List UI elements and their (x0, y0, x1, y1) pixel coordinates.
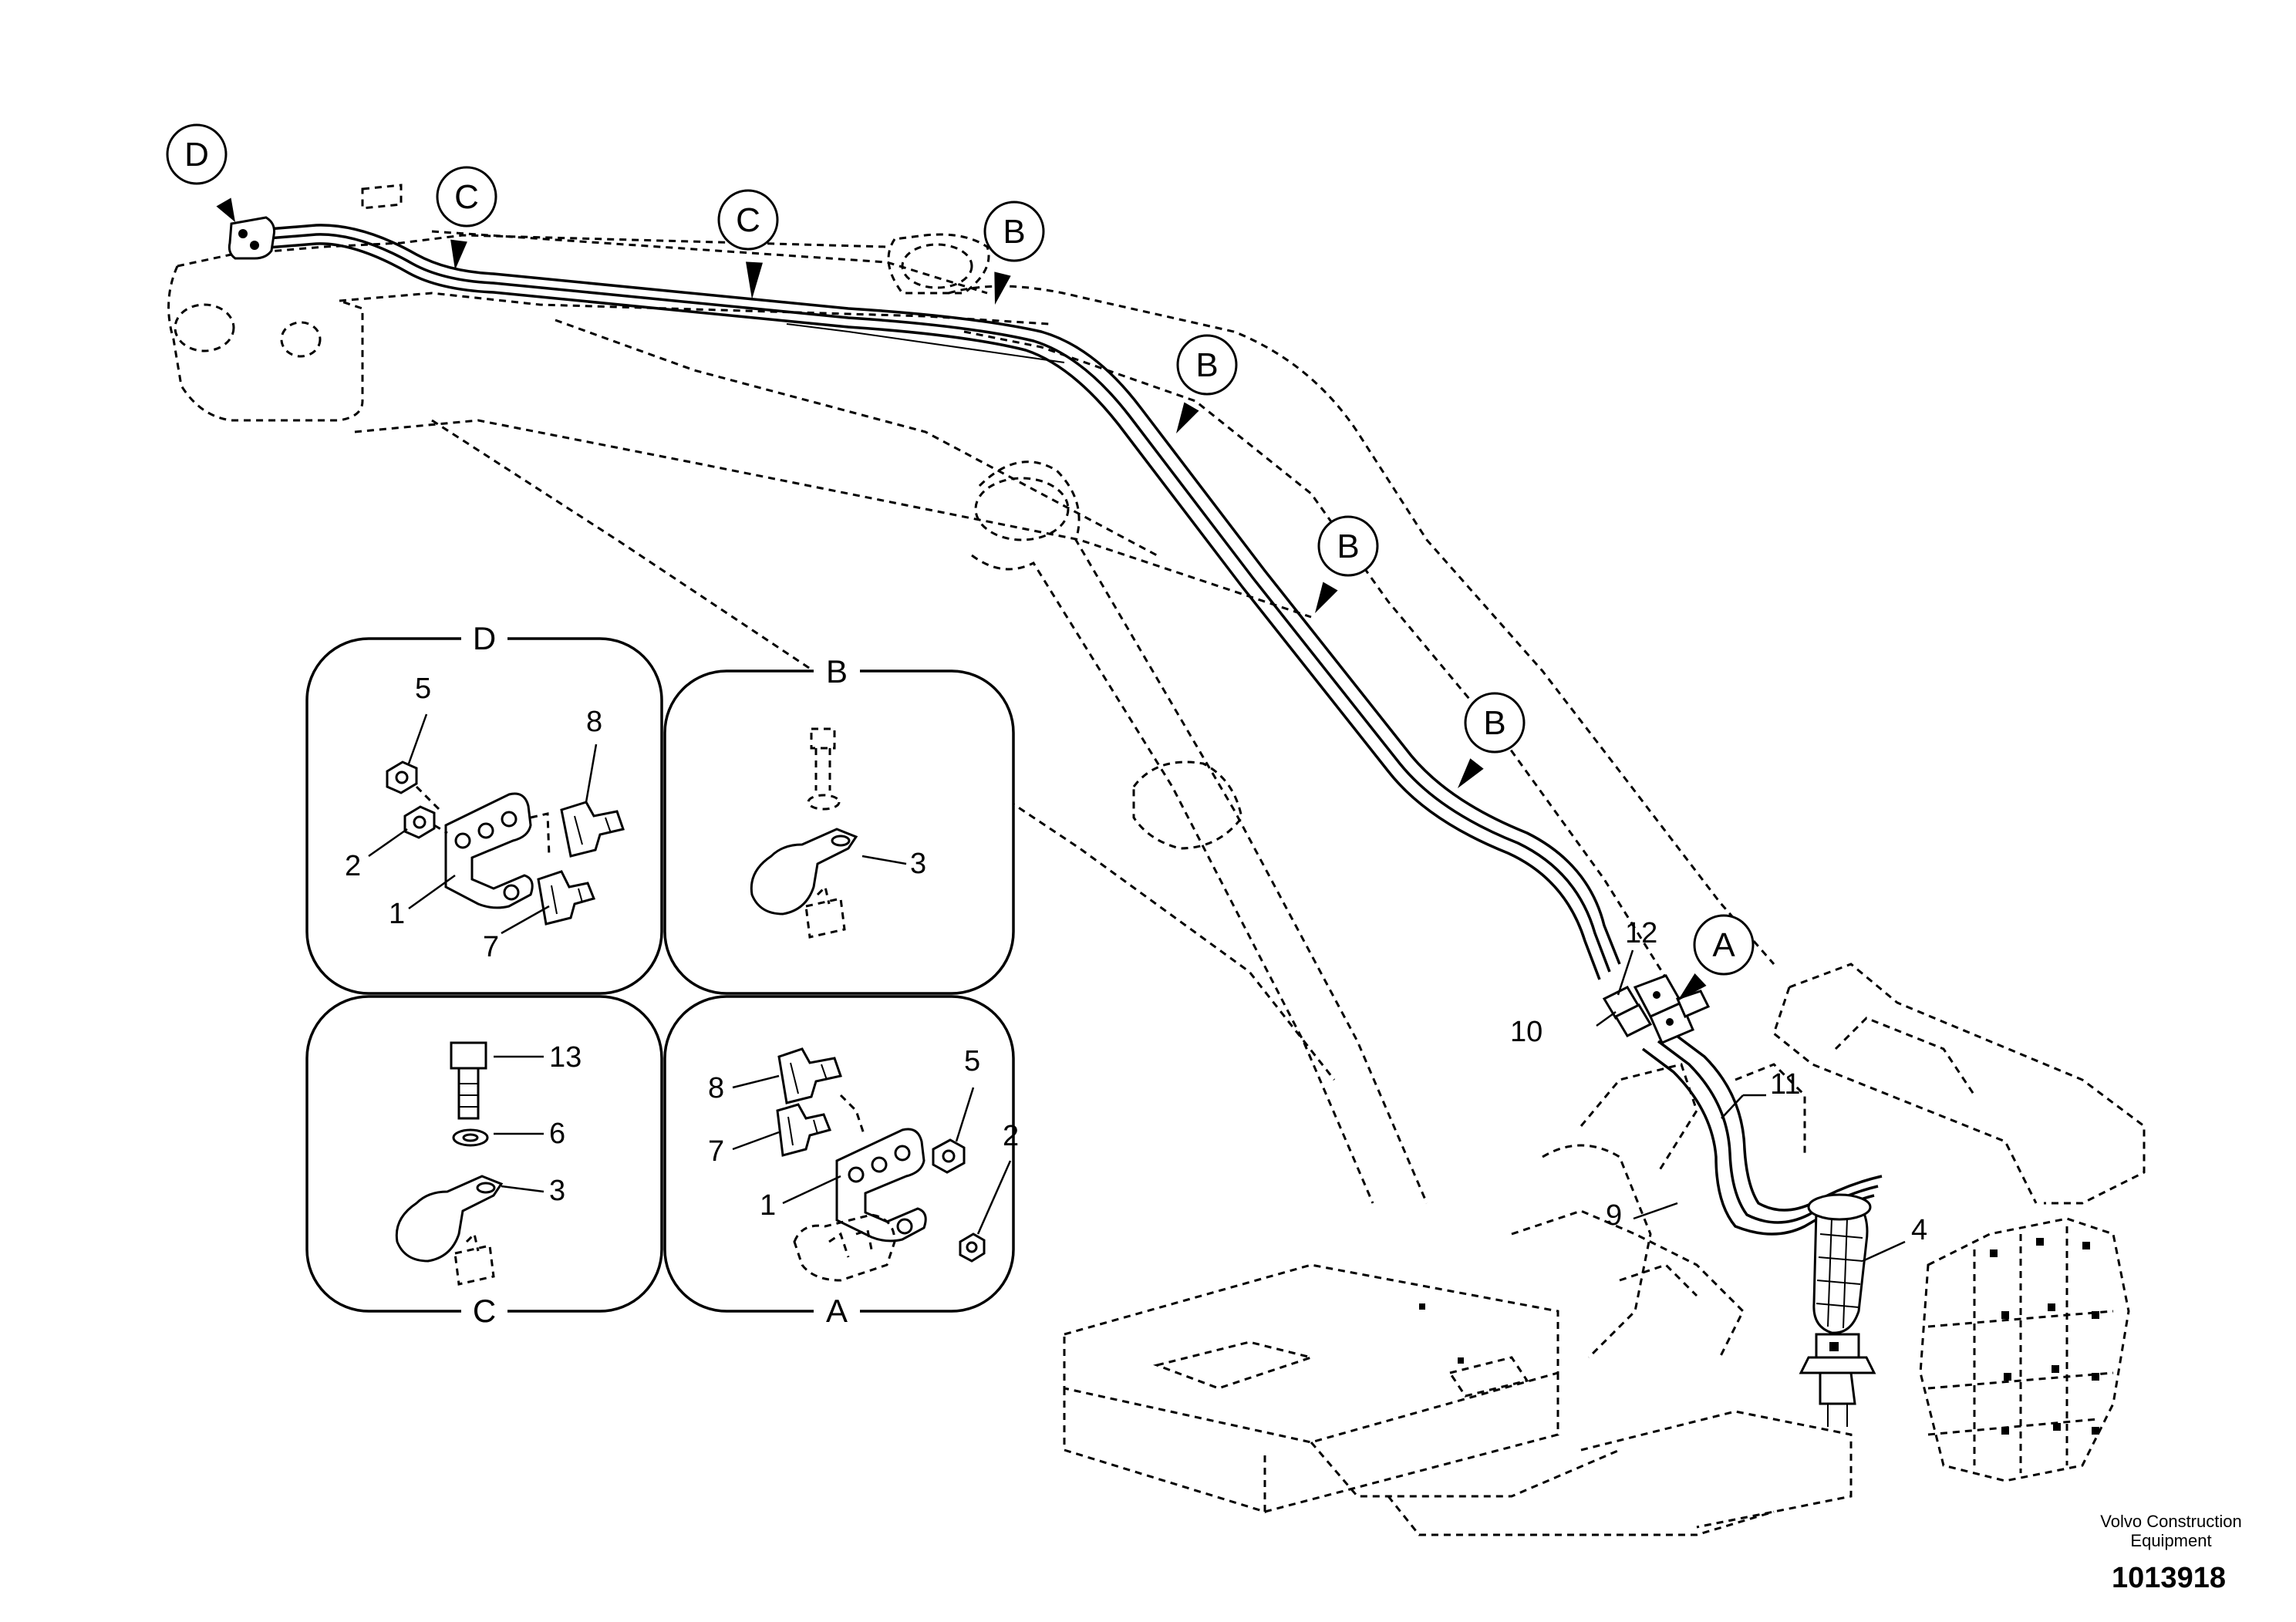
main-part-numbers: 12 10 11 9 4 (1510, 917, 1927, 1246)
detail-c-part-6: 6 (549, 1118, 565, 1150)
callout-b2: B (1176, 334, 1238, 433)
callout-label: B (1195, 346, 1218, 384)
detail-panel-a-title: A (826, 1293, 848, 1329)
callout-d: D (166, 123, 235, 222)
callout-circle (1464, 692, 1526, 754)
callout-b4: B (1458, 692, 1526, 788)
detail-a-part-2: 2 (1003, 1120, 1019, 1152)
detail-panel-d: D 5 8 2 1 7 (305, 620, 663, 995)
detail-d-part-8: 8 (586, 706, 602, 738)
part-number-10: 10 (1510, 1016, 1542, 1048)
main-part-leaders (1596, 949, 1906, 1263)
callout-pointer (1315, 582, 1338, 613)
part-number-4: 4 (1911, 1214, 1927, 1246)
callout-circle (717, 189, 779, 251)
detail-a-part-1: 1 (760, 1189, 776, 1222)
detail-panel-c: C 13 6 3 (305, 995, 663, 1329)
callout-pointer (216, 197, 235, 222)
callout-pointer (994, 271, 1011, 305)
part-number-12: 12 (1625, 917, 1657, 949)
callout-c1: C (436, 166, 497, 270)
detail-panel-d-title: D (473, 620, 496, 656)
callout-label: B (1003, 213, 1025, 251)
callout-pointer (1176, 402, 1199, 433)
callout-circle (983, 201, 1045, 262)
callout-circle (166, 123, 228, 185)
detail-d-part-2: 2 (345, 850, 361, 882)
detail-d-part-7: 7 (483, 931, 499, 963)
callout-pointer (1677, 973, 1707, 1001)
callout-pointer (1458, 758, 1484, 788)
detail-panel-b: B 3 (663, 653, 1015, 995)
detail-panel-a: A 8 5 7 2 1 (663, 995, 1019, 1329)
callout-circle (1693, 914, 1755, 976)
machine-outline (167, 184, 2146, 1536)
detail-panel-b-title: B (826, 653, 848, 690)
detail-b-part-3: 3 (910, 848, 926, 880)
callout-circle (436, 166, 497, 228)
main-callouts: D C C B B B B A (166, 123, 1755, 1001)
callout-label: B (1337, 528, 1359, 565)
callout-pointer (450, 239, 467, 270)
detail-c-part-13: 13 (549, 1041, 582, 1074)
callout-pointer (746, 261, 763, 299)
callout-circle (1176, 334, 1238, 396)
callout-b1: B (983, 201, 1045, 305)
callout-a: A (1677, 914, 1755, 1001)
hose-bundle (238, 224, 1883, 1427)
callout-circle (1317, 515, 1379, 577)
detail-d-part-5: 5 (415, 673, 431, 705)
detail-c-part-3: 3 (549, 1175, 565, 1207)
drawing-number: 1013918 (2112, 1562, 2226, 1594)
part-number-11: 11 (1770, 1068, 1800, 1101)
part-number-9: 9 (1606, 1199, 1622, 1232)
callout-b3: B (1315, 515, 1379, 613)
company-name-line2: Equipment (2130, 1531, 2211, 1550)
callout-label: A (1712, 926, 1735, 964)
detail-a-part-5: 5 (964, 1045, 980, 1077)
company-name-line1: Volvo Construction (2100, 1512, 2241, 1531)
callout-label: B (1483, 704, 1505, 742)
detail-d-part-1: 1 (389, 898, 405, 930)
hose-junction-fittings (1602, 974, 1711, 1044)
valve-block-details (1419, 1238, 2099, 1435)
callout-c2: C (717, 189, 779, 299)
detail-a-part-8: 8 (708, 1072, 724, 1104)
callout-label: D (184, 136, 209, 174)
callout-label: C (736, 201, 760, 239)
arm-tip-fitting (228, 216, 275, 260)
detail-panel-c-title: C (473, 1293, 496, 1329)
callout-label: C (454, 178, 479, 216)
title-block: Volvo Construction Equipment 1013918 (2100, 1512, 2241, 1594)
detail-a-part-7: 7 (708, 1135, 724, 1168)
